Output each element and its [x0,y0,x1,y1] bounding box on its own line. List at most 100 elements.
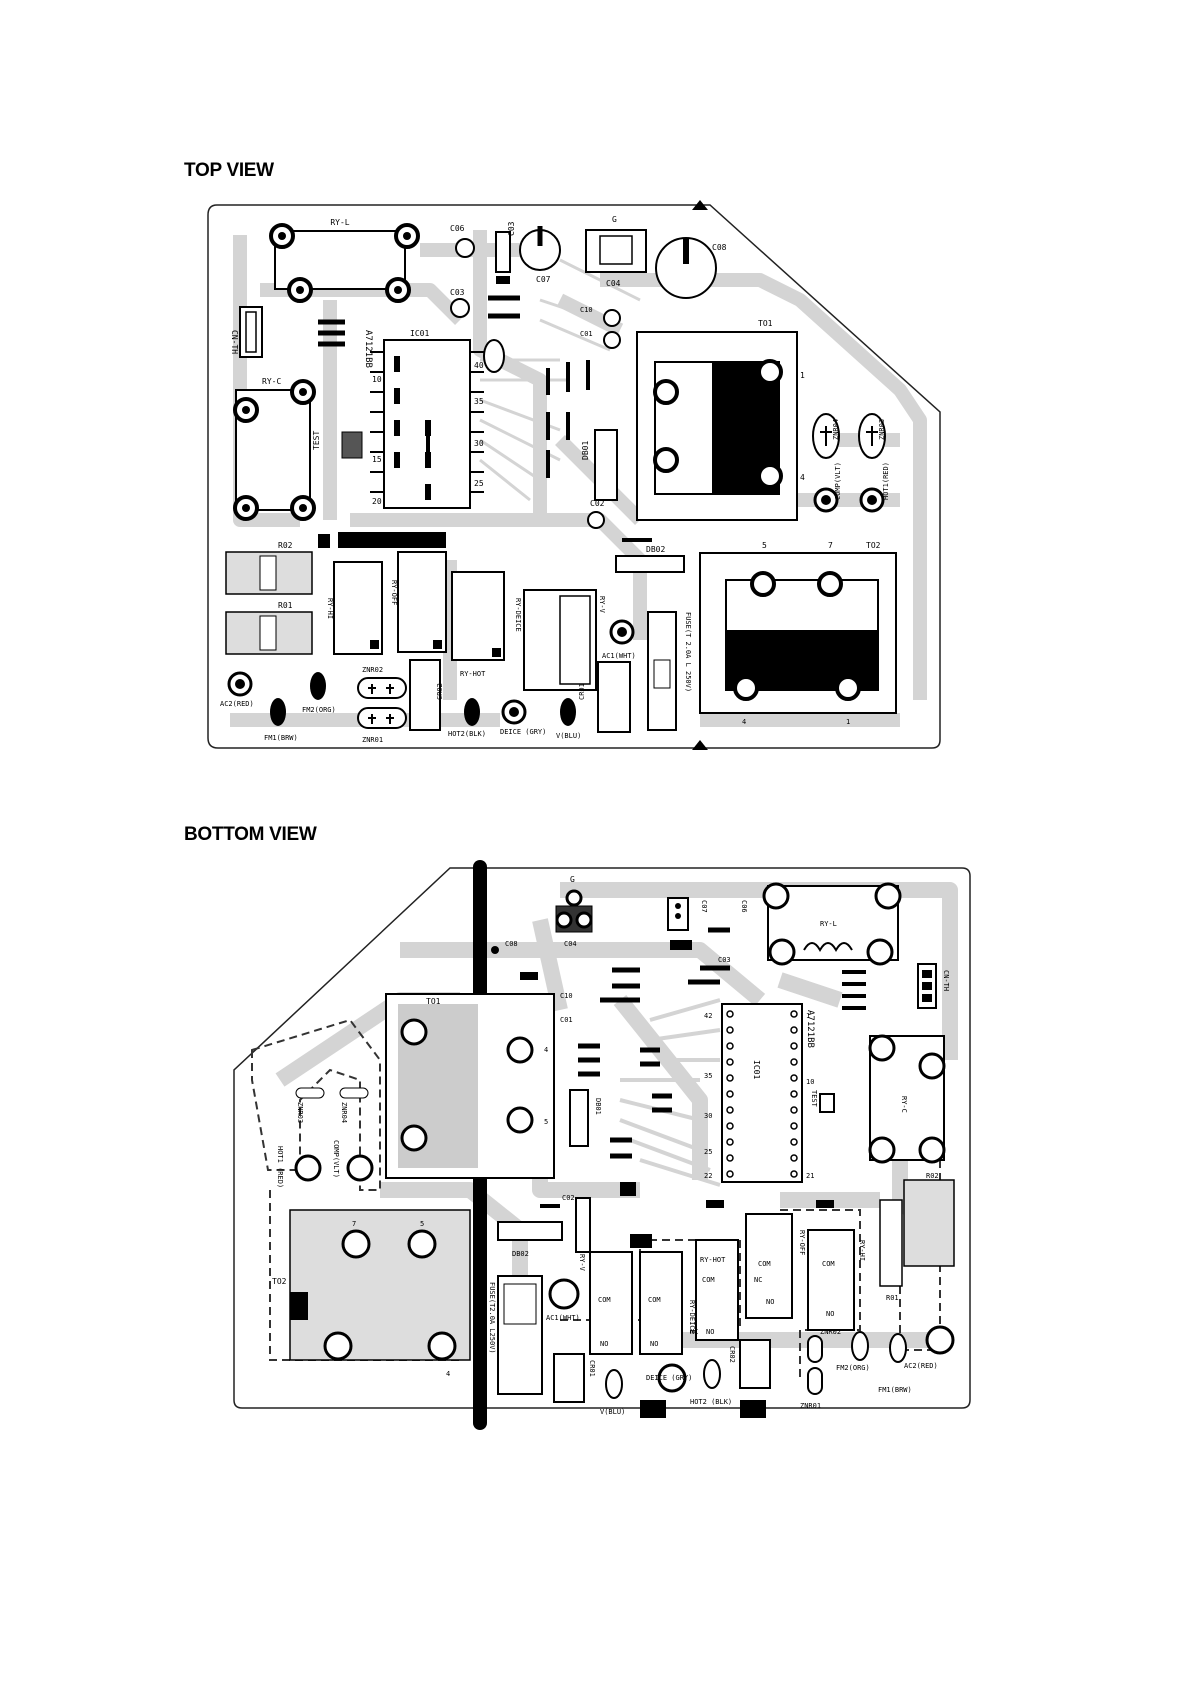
bottom-label-fuse: FUSE(T2.0A L250V) [488,1282,496,1354]
bottom-label-comp: COMP(VLT) [332,1140,340,1178]
top-view-board: RY-L CN-TH RY-C TEST IC01 [207,200,941,750]
bottom-label-znr01: ZNR01 [800,1402,821,1410]
top-test-pad [341,431,363,459]
bottom-ry-hot-relay [695,1239,739,1341]
bottom-r02-resistor [903,1179,955,1267]
bottom-label-test: TEST [810,1090,818,1108]
top-label-ry-l: RY-L [330,218,349,227]
bottom-ic-pin30: 30 [704,1112,712,1120]
bottom-c02-strip [575,1197,591,1253]
bottom-znr02-varistor [807,1335,823,1363]
bottom-ry-deice-relay [639,1251,683,1355]
bottom-cr02-snubber [739,1339,771,1389]
bottom-label-c06: C06 [740,900,748,913]
top-c10-cap [603,309,621,327]
top-ic-pin20: 20 [372,497,382,506]
bottom-to2-pin5: 5 [420,1220,424,1228]
bottom-upper-resistors [578,927,730,1159]
bottom-label-hot2: HOT2 (BLK) [690,1398,732,1406]
top-label-v: V(BLU) [556,732,581,740]
bottom-ry-hi-com: COM [822,1260,835,1268]
top-fm1-connector [270,698,286,726]
bottom-label-znr03: ZNR03 [296,1102,304,1123]
bottom-label-ry-v: RY-V [578,1254,586,1272]
top-label-ry-hot: RY-HOT [460,670,486,678]
top-label-c06: C06 [450,224,465,233]
bottom-ic-pin42: 42 [704,1012,712,1020]
top-to2-pin4: 4 [742,718,746,726]
bottom-ry-off-nc: NC [754,1276,762,1284]
top-label-ry-deice: RY-DEICE [514,598,522,632]
bottom-label-v: V(BLU) [600,1408,625,1416]
bottom-view-title: BOTTOM VIEW [184,824,317,845]
bottom-to1-pin5: 5 [544,1118,548,1126]
bottom-label-deice: DEICE (GRY) [646,1374,692,1382]
top-v-connector [560,698,576,726]
bottom-label-db01: DB01 [594,1098,602,1115]
bottom-label-znr02: ZNR02 [820,1328,841,1336]
bottom-label-c01: C01 [560,1016,573,1024]
bottom-label-ry-hi: RY-HI [858,1240,866,1261]
top-label-c02: C02 [590,499,605,508]
bottom-hot2-connector [703,1359,721,1389]
bottom-znr04-varistor [339,1087,369,1099]
bottom-ry-hi-no: NO [826,1310,834,1318]
bottom-misc-parts [520,972,834,1248]
top-x01-crystal [483,339,505,373]
bottom-ic01-pins [726,1010,798,1178]
bottom-ic-pin1: 1 [806,1012,810,1020]
top-view-title: TOP VIEW [184,160,274,181]
top-db01-bridge [594,429,618,501]
top-fm2-connector [310,672,326,700]
bottom-label-ry-hot: RY-HOT [700,1256,726,1264]
top-ic-pin15: 15 [372,455,382,464]
top-cr02-snubber [409,659,441,731]
bottom-label-ry-l: RY-L [820,920,837,928]
top-label-c07: C07 [536,275,551,284]
top-label-ac2: AC2(RED) [220,700,254,708]
top-c06-cap [455,238,475,258]
bottom-comp-terminal [346,1154,374,1182]
top-to2-pin7: 7 [828,541,833,550]
bottom-to1-pin4: 4 [544,1046,548,1054]
bottom-label-r02: R02 [926,1172,939,1180]
top-c05-film [495,231,511,273]
bottom-view-board: G C04 C07 C06 C03 C08 C10 C01 TO1 4 [233,860,971,1430]
top-db02-bridge [615,555,685,573]
top-label-test: TEST [312,431,321,450]
top-label-to1: TO1 [758,319,773,328]
bottom-ic-pin21: 21 [806,1172,814,1180]
top-label-c10: C10 [580,306,593,314]
bottom-traces [275,882,958,1348]
bottom-test-pad [819,1093,835,1113]
top-label-db02: DB02 [646,545,665,554]
top-label-c08: C08 [712,243,727,252]
top-to2-pin5: 5 [762,541,767,550]
bottom-ry-v-relay [589,1251,633,1355]
bottom-fm1-connector [889,1333,907,1363]
top-ic-pin30: 30 [474,439,484,448]
top-label-cn-th: CN-TH [230,330,239,354]
bottom-label-c07: C07 [700,900,708,913]
top-label-cr02: CR02 [436,683,444,700]
top-c01-cap [603,331,621,349]
bottom-label-znr04: ZNR04 [340,1102,348,1123]
bottom-ic-pin35: 35 [704,1072,712,1080]
bottom-ic-pin10: 10 [806,1078,814,1086]
top-hot2-connector [464,698,480,726]
bottom-ic-pin25: 25 [704,1148,712,1156]
bottom-label-hot1: HOT1 (RED) [276,1146,284,1188]
top-label-c04: C04 [606,279,621,288]
bottom-znr01-varistor [807,1367,823,1395]
top-label-hot1: HOT1(RED) [882,462,890,500]
top-label-ry-hi: RY-HI [326,598,334,619]
top-label-hot2: HOT2(BLK) [448,730,486,738]
top-label-ry-c: RY-C [262,377,281,386]
bottom-ry-deice-no: NO [650,1340,658,1348]
top-label-comp: COMP(VLT) [834,462,842,500]
top-c02-cap [587,511,605,529]
bottom-label-r01: R01 [886,1294,899,1302]
top-ic-pin40: 40 [474,361,484,370]
top-label-znr03: ZNR03 [878,419,886,440]
top-c03-cap [450,298,470,318]
